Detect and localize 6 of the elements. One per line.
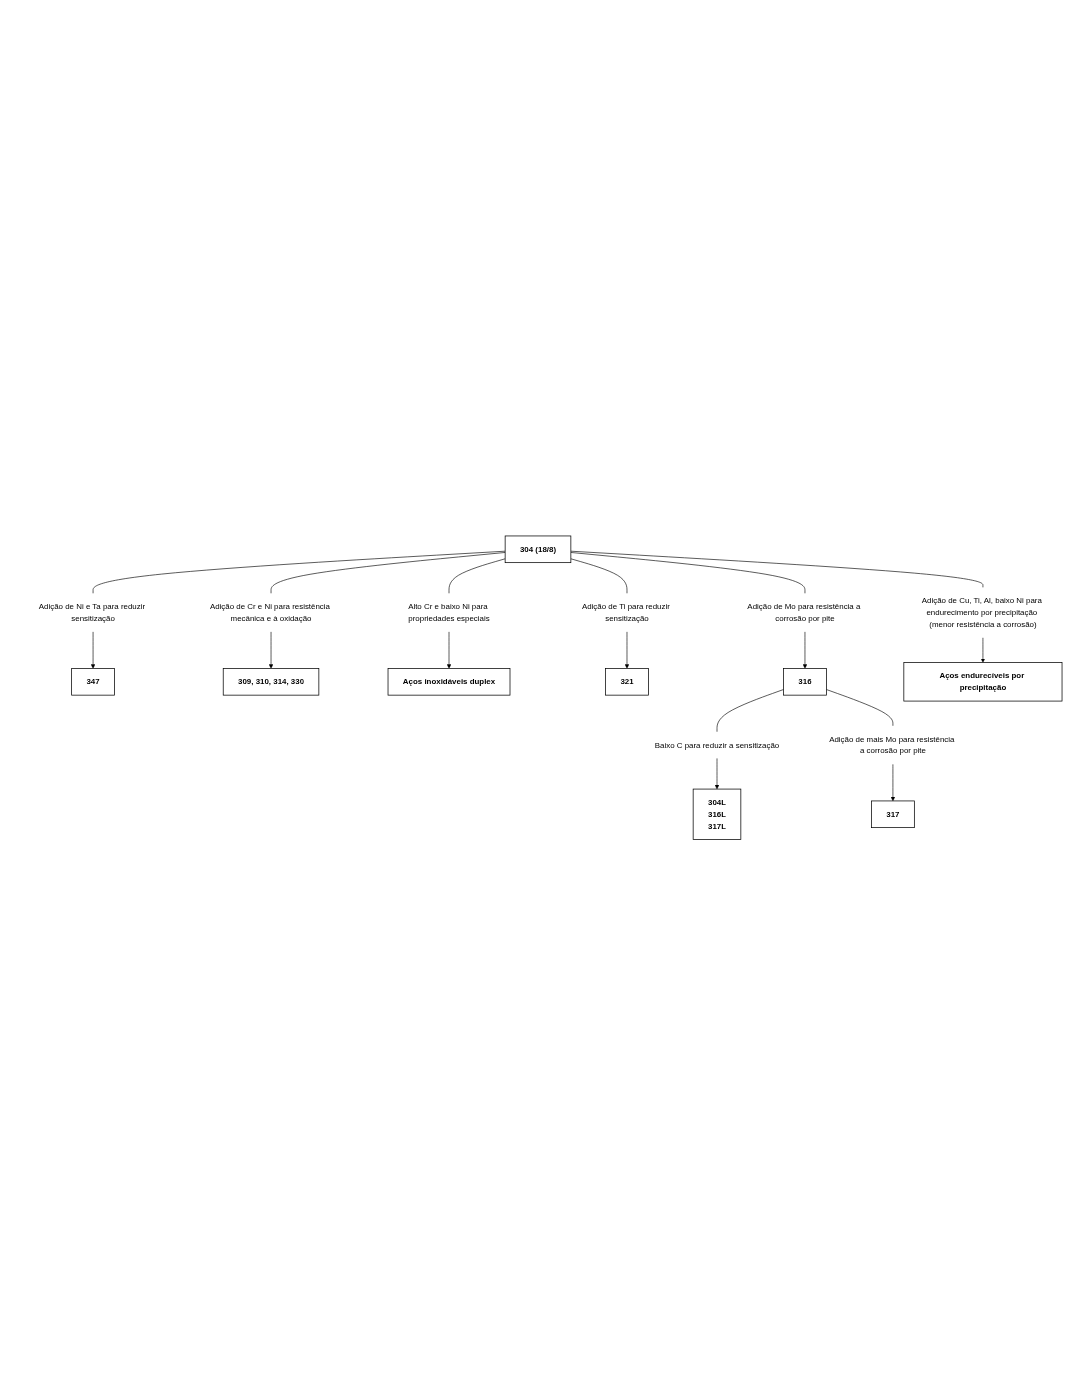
connector — [270, 552, 506, 594]
connector — [826, 689, 894, 727]
connector — [570, 551, 984, 588]
connector — [92, 551, 506, 594]
connector — [716, 689, 784, 733]
connector — [570, 552, 806, 594]
